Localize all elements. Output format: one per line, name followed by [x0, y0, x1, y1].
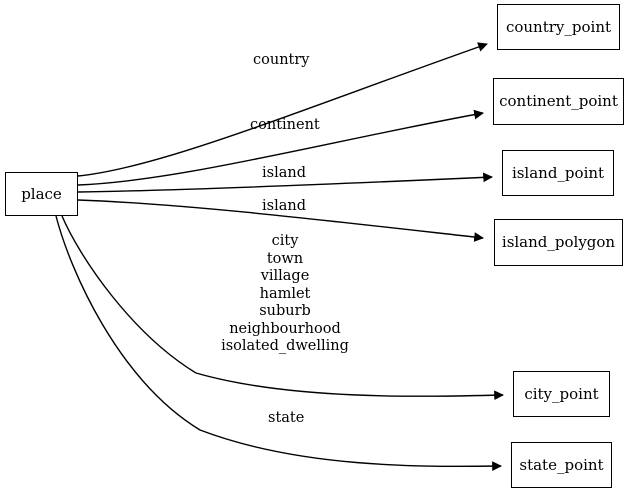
node-island-point-label: island_point	[511, 163, 605, 182]
node-country-point[interactable]: country_point	[497, 4, 620, 50]
edge-label-line-neighbourhood: neighbourhood	[229, 320, 341, 337]
edge-label-line-village: village	[260, 268, 310, 284]
edge-label-line-city: city	[271, 233, 299, 249]
node-city-point[interactable]: city_point	[513, 371, 610, 417]
edge-place-state-point	[55, 215, 502, 472]
edge-label-city-point: city town village hamlet suburb neighbou…	[215, 233, 355, 356]
node-continent-point-label: continent_point	[499, 92, 618, 110]
node-place[interactable]: place	[5, 172, 78, 216]
node-place-label: place	[21, 184, 62, 203]
edge-place-island-point	[77, 172, 493, 193]
edge-place-country-point	[77, 42, 488, 177]
edge-label-line-suburb: suburb	[259, 303, 311, 319]
node-city-point-label: city_point	[524, 384, 599, 403]
node-island-polygon-label: island_polygon	[501, 233, 616, 251]
edge-place-city-point	[61, 215, 504, 401]
node-continent-point[interactable]: continent_point	[493, 78, 624, 125]
edge-label-state: state	[268, 410, 305, 426]
edge-label-line-hamlet: hamlet	[259, 285, 311, 302]
node-country-point-label: country_point	[505, 17, 612, 36]
node-state-point-label: state_point	[519, 455, 604, 474]
edge-label-island-point: island	[262, 165, 306, 181]
edge-label-country: country	[253, 52, 310, 68]
edge-place-island-polygon	[77, 199, 484, 242]
edge-place-continent-point	[77, 109, 484, 186]
edge-label-continent: continent	[250, 117, 320, 133]
edge-label-line-town: town	[266, 250, 304, 267]
edge-label-island-polygon: island	[262, 198, 306, 214]
node-island-polygon[interactable]: island_polygon	[494, 219, 623, 266]
node-island-point[interactable]: island_point	[502, 150, 614, 196]
node-state-point[interactable]: state_point	[511, 442, 612, 488]
edge-label-line-isolated-dwelling: isolated_dwelling	[221, 338, 349, 354]
